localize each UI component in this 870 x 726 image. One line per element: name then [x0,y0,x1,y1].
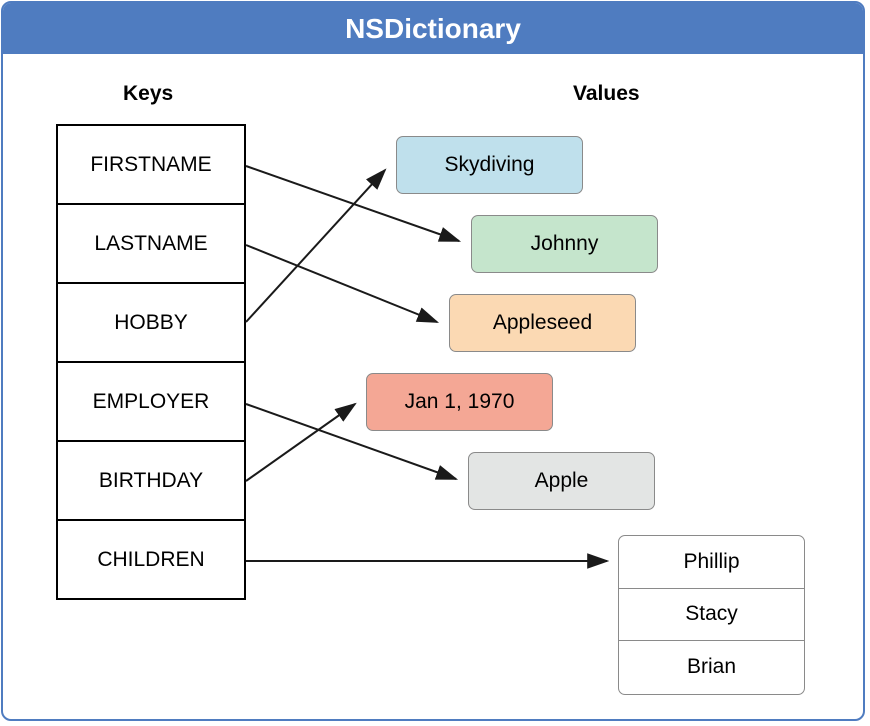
value-appleseed: Appleseed [449,294,636,352]
arrow-lastname-appleseed [245,244,440,323]
child-item: Stacy [619,589,804,641]
value-skydiving: Skydiving [396,136,583,194]
key-children: CHILDREN [97,547,205,571]
values-header: Values [573,82,640,105]
keys-table: FIRSTNAME LASTNAME HOBBY EMPLOYER BIRTHD… [56,124,246,600]
child-item: Brian [686,655,737,679]
key-lastname: LASTNAME [58,205,244,284]
keys-header: Keys [123,82,174,105]
key-hobby: HOBBY [58,284,244,363]
value-apple: Apple [468,452,655,510]
arrow-employer-apple [245,403,459,480]
value-birthday: Jan 1, 1970 [366,373,553,431]
key-firstname: FIRSTNAME [58,126,244,205]
arrow-birthday-jan1 [245,402,357,482]
key-employer: EMPLOYER [58,363,244,442]
value-johnny: Johnny [471,215,658,273]
child-item: Phillip [619,536,804,589]
arrow-firstname-johnny [245,165,462,242]
children-list: Phillip Stacy Brian [618,535,805,695]
key-birthday: BIRTHDAY [58,442,244,521]
diagram-title: NSDictionary [3,3,863,54]
arrow-hobby-skydiving [245,168,387,323]
